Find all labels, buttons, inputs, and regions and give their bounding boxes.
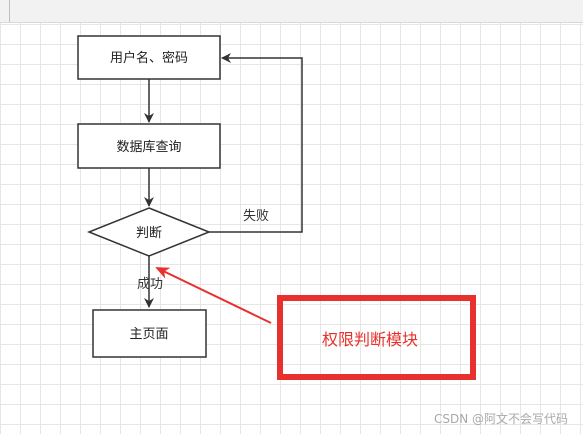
node-decision-label: 判断	[136, 226, 162, 241]
editor-top-strip	[0, 0, 583, 23]
edge-fail-label: 失败	[243, 209, 269, 224]
node-db-query-label: 数据库查询	[116, 139, 181, 155]
node-login-input-label: 用户名、密码	[110, 50, 188, 66]
edge-decision-fail-loop	[209, 53, 303, 233]
node-db-query[interactable]: 数据库查询	[77, 123, 221, 169]
watermark-text: CSDN @阿文不会写代码	[434, 411, 568, 426]
annotation-box: 权限判断模块	[277, 295, 476, 380]
annotation-label: 权限判断模块	[322, 330, 418, 349]
top-strip-divider	[9, 0, 10, 22]
node-home-page[interactable]: 主页面	[92, 309, 207, 358]
node-login-input[interactable]: 用户名、密码	[77, 35, 221, 80]
annotation-arrow	[155, 267, 272, 324]
node-decision[interactable]: 判断	[86, 207, 212, 257]
node-home-page-label: 主页面	[129, 327, 168, 342]
edge-success-label: 成功	[137, 277, 163, 292]
